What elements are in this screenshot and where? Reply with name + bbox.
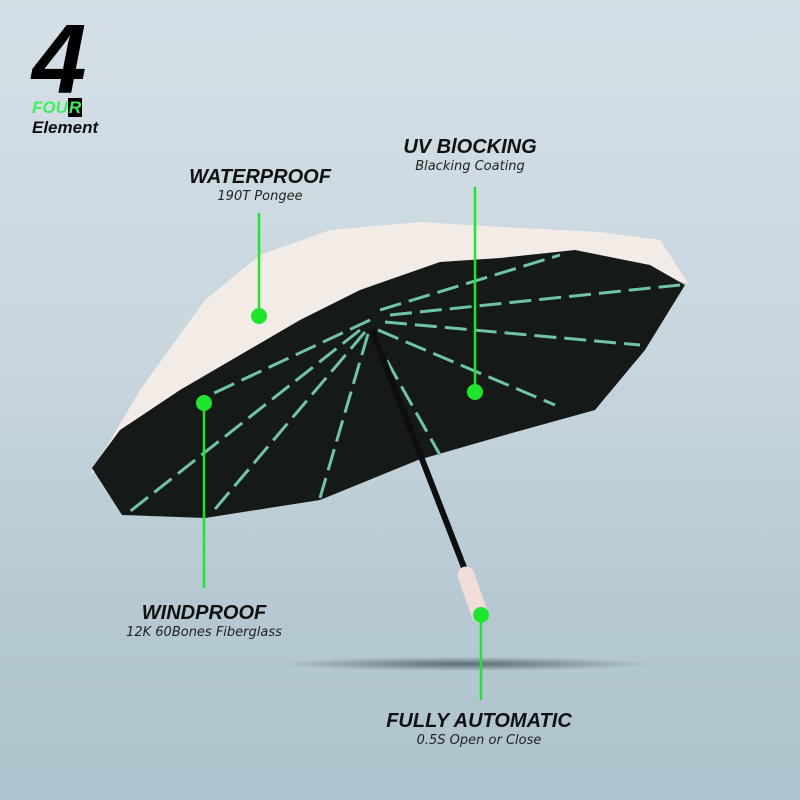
feature-title: WINDPROOF xyxy=(141,602,267,624)
callout-lines xyxy=(202,187,483,700)
feature-subtitle: Blacking Coating xyxy=(415,159,525,174)
feature-subtitle: 190T Pongee xyxy=(217,189,303,204)
feature-windproof: WINDPROOF 12K 60Bones Fiberglass xyxy=(104,602,304,642)
canopy-outer xyxy=(90,222,688,475)
windproof-marker-dot xyxy=(196,395,212,411)
logo-word-boxed: R xyxy=(67,98,83,117)
feature-subtitle: 12K 60Bones Fiberglass xyxy=(126,625,282,640)
feature-subtitle: 0.5S Open or Close xyxy=(416,733,542,748)
logo-word-green: FOU xyxy=(32,98,68,117)
logo-number: 4 xyxy=(32,4,86,114)
logo-subtitle: Element xyxy=(32,118,99,137)
feature-fully-automatic: FULLY AUTOMATIC 0.5S Open or Close xyxy=(369,710,589,750)
automatic-marker-dot xyxy=(473,607,489,623)
feature-title: WATERPROOF xyxy=(189,166,331,188)
feature-title: UV BlOCKING xyxy=(403,136,537,158)
canopy-ribs xyxy=(127,253,681,516)
canopy-inner xyxy=(92,250,685,518)
waterproof-marker-dot xyxy=(251,308,267,324)
feature-title: FULLY AUTOMATIC xyxy=(386,710,572,732)
umbrella-shaft xyxy=(369,328,468,572)
feature-uv-blocking: UV BlOCKING Blacking Coating xyxy=(370,136,570,176)
feature-waterproof: WATERPROOF 190T Pongee xyxy=(160,166,360,206)
uv-blocking-marker-dot xyxy=(467,384,483,400)
floor-shadow xyxy=(280,657,650,671)
logo-word: FOUR xyxy=(32,98,83,118)
